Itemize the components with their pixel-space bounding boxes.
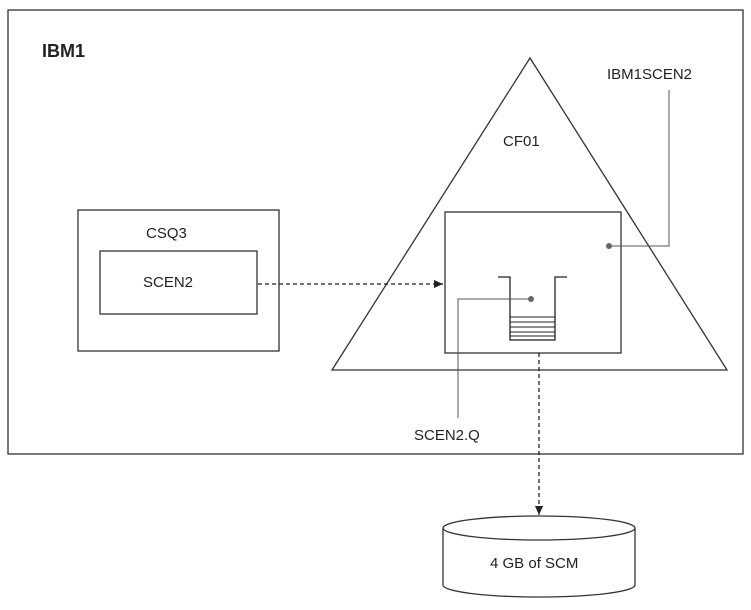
queue-manager-label: CSQ3 [146,225,187,242]
structure-label: IBM1SCEN2 [607,66,692,83]
queue-label: SCEN2.Q [414,427,480,444]
application-box [99,250,258,315]
coupling-facility-label: CF01 [503,133,540,150]
queue-manager-box [77,209,280,352]
queue-leader-dot [528,296,534,302]
storage-label: 4 GB of SCM [490,555,578,572]
queue-icon [498,276,567,341]
system-ibm1-label: IBM1 [42,41,85,61]
coupling-facility-triangle [330,56,729,371]
structure-leader-line [609,90,670,247]
system-ibm1-box [7,9,744,455]
queue-leader-line [457,298,531,418]
structure-box [444,211,622,354]
structure-leader-dot [606,243,612,249]
storage-cylinder [442,515,636,598]
application-label: SCEN2 [143,274,193,291]
